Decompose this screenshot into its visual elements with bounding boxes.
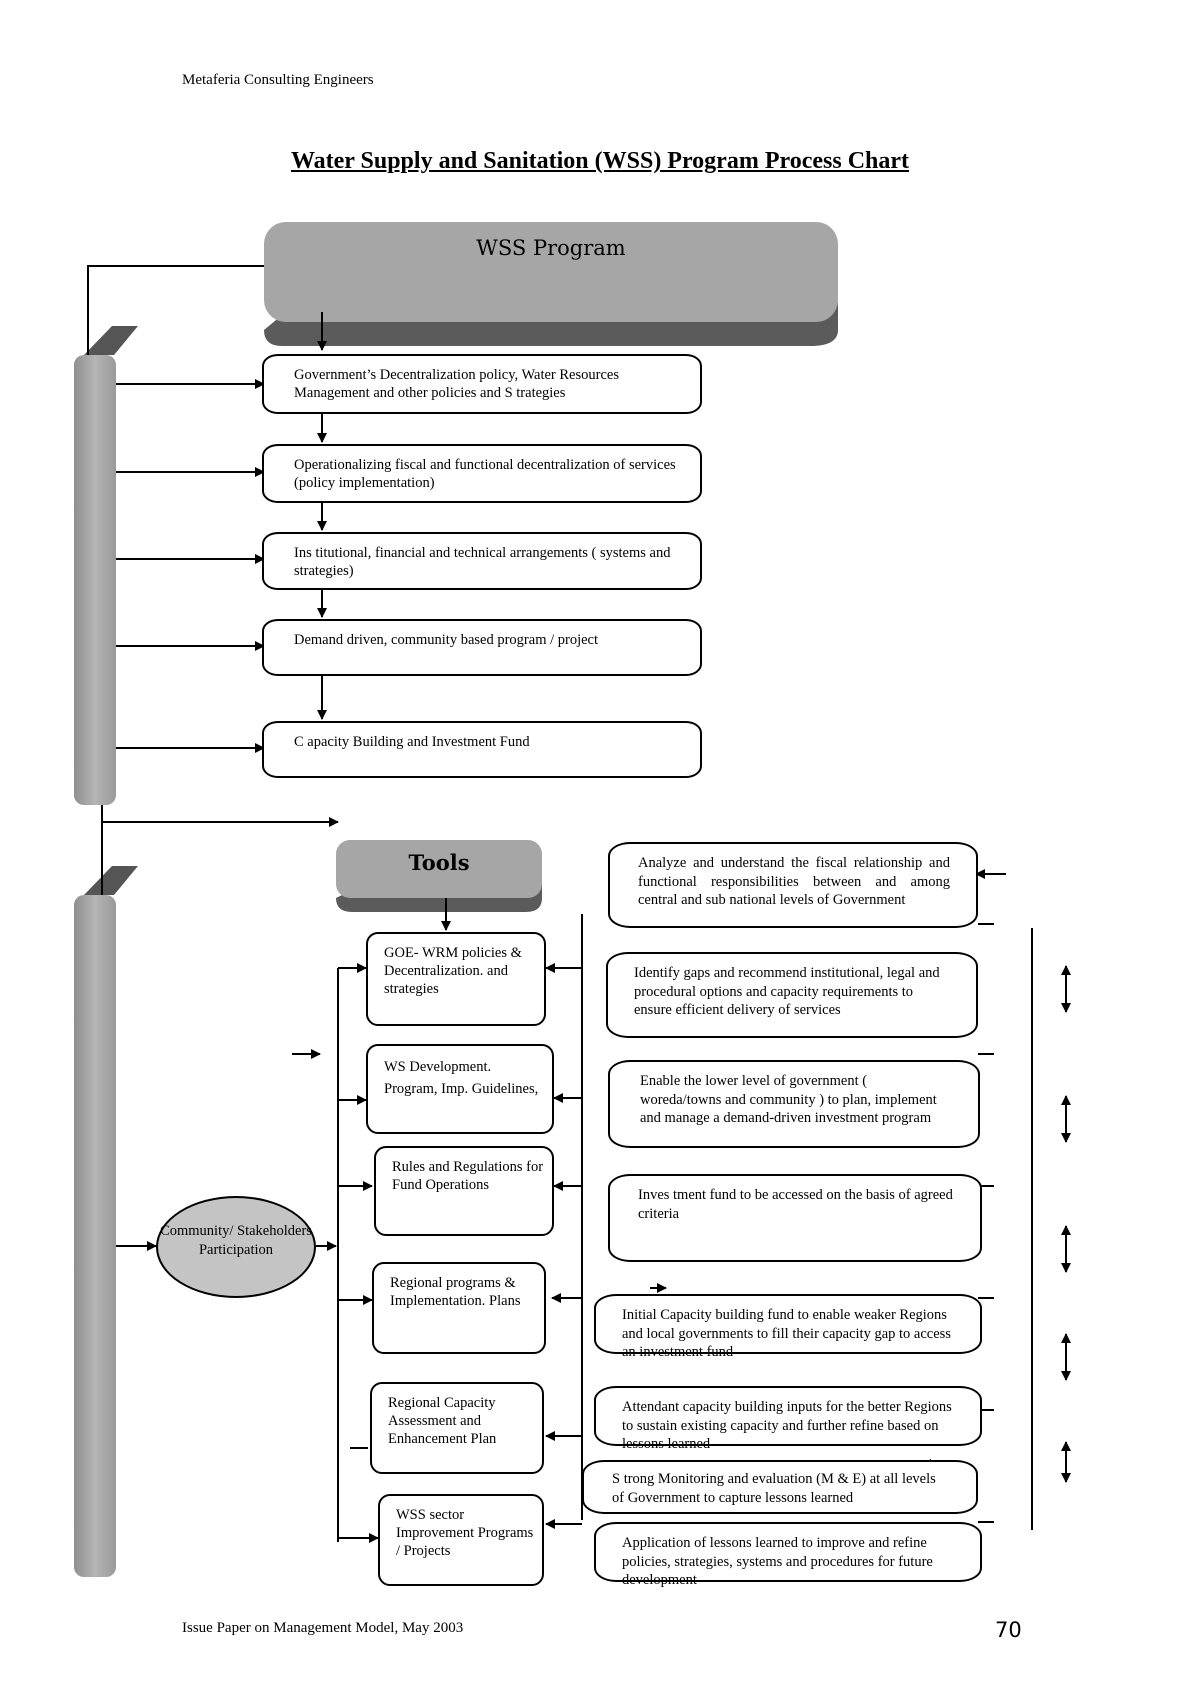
left-bar-top	[74, 326, 138, 805]
left-bar-bottom	[74, 866, 138, 1577]
wss-program-label: WSS Program	[476, 236, 626, 260]
activity-lessons-application: Application of lessons learned to improv…	[594, 1522, 982, 1588]
activity-analyze-fiscal: Analyze and understand the fiscal relati…	[608, 842, 978, 928]
page-title: Water Supply and Sanitation (WSS) Progra…	[290, 148, 910, 174]
activity-monitoring-evaluation: S trong Monitoring and evaluation (M & E…	[582, 1460, 978, 1514]
wss-program-box	[264, 222, 838, 346]
program-step-policies: Government’s Decentralization policy, Wa…	[262, 354, 702, 414]
tool-goe-wrm-policies: GOE- WRM policies & Decentralization. an…	[366, 932, 546, 1026]
community-participation-oval: Community/ Stakeholders Participation	[156, 1196, 316, 1298]
activity-investment-fund: Inves tment fund to be accessed on the b…	[608, 1174, 982, 1262]
tool-wss-improvement-programs: WSS sector Improvement Programs / Projec…	[378, 1494, 544, 1586]
page-header: Metaferia Consulting Engineers	[182, 72, 374, 88]
program-step-arrangements: Ins titutional, financial and technical …	[262, 532, 702, 590]
activity-attendant-capacity: Attendant capacity building inputs for t…	[594, 1386, 982, 1452]
tool-ws-development-program: WS Development. Program, Imp. Guidelines…	[366, 1044, 554, 1134]
program-step-operationalizing: Operationalizing fiscal and functional d…	[262, 444, 702, 503]
activity-identify-gaps: Identify gaps and recommend institutiona…	[606, 952, 978, 1038]
tools-box	[336, 840, 542, 912]
page-number: 70	[995, 1618, 1022, 1642]
tool-regional-capacity-assessment: Regional Capacity Assessment and Enhance…	[370, 1382, 544, 1474]
tool-regional-programs: Regional programs & Implementation. Plan…	[372, 1262, 546, 1354]
activity-enable-lower-level: Enable the lower level of government ( w…	[608, 1060, 980, 1148]
tools-label: Tools	[408, 850, 470, 875]
tool-rules-regulations: Rules and Regulations for Fund Operation…	[374, 1146, 554, 1236]
activity-initial-capacity: Initial Capacity building fund to enable…	[594, 1294, 982, 1360]
program-step-capacity-fund: C apacity Building and Investment Fund	[262, 721, 702, 778]
page-footer: Issue Paper on Management Model, May 200…	[182, 1620, 464, 1636]
program-step-demand-driven: Demand driven, community based program /…	[262, 619, 702, 676]
